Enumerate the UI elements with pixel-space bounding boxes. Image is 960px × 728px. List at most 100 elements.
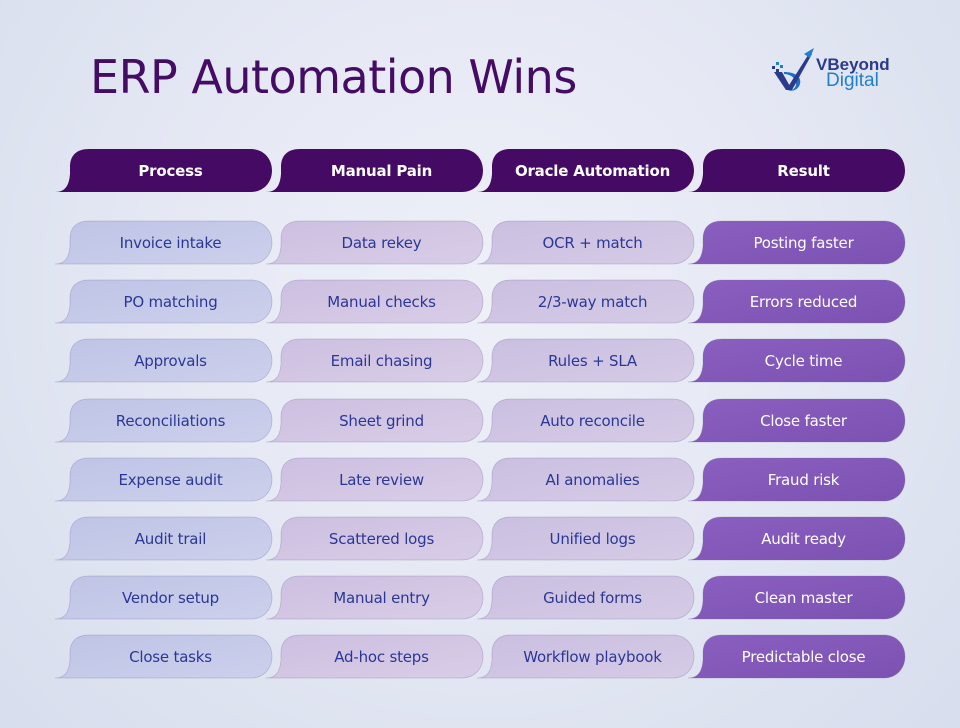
cell-label: Manual Pain (330, 161, 433, 180)
cell-shape (265, 516, 484, 561)
cell-shape (266, 149, 483, 192)
cell-shape (687, 516, 906, 561)
cell-shape (476, 575, 695, 620)
header-result: Result (688, 149, 905, 192)
cell-label: Close faster (760, 411, 847, 430)
oracle-automation-cell: Unified logs (476, 516, 695, 561)
cell-label: Reconciliations (115, 411, 226, 430)
cell-shape (687, 457, 906, 502)
cell-shape (265, 634, 484, 679)
result-cell: Predictable close (687, 634, 906, 679)
cell-shape (688, 149, 905, 192)
cell-shape (265, 398, 484, 443)
cell-label: Clean master (754, 588, 853, 607)
cell-label: Cycle time (764, 351, 843, 370)
cell-label: PO matching (123, 292, 218, 311)
vbeyond-v-check-logo-icon (772, 48, 814, 91)
cell-shape (265, 575, 484, 620)
cell-label: Manual checks (327, 292, 436, 311)
cell-label: Audit ready (761, 529, 846, 548)
result-cell: Cycle time (687, 338, 906, 383)
process-cell: Audit trail (54, 516, 273, 561)
cell-label: Ad-hoc steps (334, 647, 429, 666)
manual-pain-cell: Ad-hoc steps (265, 634, 484, 679)
cell-shape (54, 634, 273, 679)
oracle-automation-cell: Workflow playbook (476, 634, 695, 679)
result-cell: Close faster (687, 398, 906, 443)
logo-brand-text: VBeyond (816, 55, 890, 74)
oracle-automation-cell: Guided forms (476, 575, 695, 620)
logo-sub-text: Digital (826, 70, 879, 91)
cell-label: Email chasing (330, 351, 433, 370)
company-logo: VBeyond Digital (770, 48, 920, 100)
cell-shape (476, 516, 695, 561)
cell-label: Errors reduced (749, 292, 858, 311)
cell-shape (687, 220, 906, 265)
cell-label: Expense audit (118, 470, 223, 489)
cell-shape (265, 338, 484, 383)
cell-shape (687, 338, 906, 383)
cell-label: Workflow playbook (523, 647, 662, 666)
header-oracle-automation: Oracle Automation (477, 149, 694, 192)
oracle-automation-cell: Rules + SLA (476, 338, 695, 383)
manual-pain-cell: Scattered logs (265, 516, 484, 561)
cell-shape (54, 457, 273, 502)
cell-label: Vendor setup (121, 588, 220, 607)
cell-label: AI anomalies (545, 470, 640, 489)
header-process: Process (55, 149, 272, 192)
process-cell: Vendor setup (54, 575, 273, 620)
cell-shape (55, 149, 272, 192)
process-cell: Invoice intake (54, 220, 273, 265)
manual-pain-cell: Sheet grind (265, 398, 484, 443)
cell-shape (476, 398, 695, 443)
manual-pain-cell: Manual entry (265, 575, 484, 620)
cell-label: Result (777, 161, 830, 180)
oracle-automation-cell: 2/3-way match (476, 279, 695, 324)
result-cell: Errors reduced (687, 279, 906, 324)
cell-label: Oracle Automation (514, 161, 671, 180)
cell-label: Auto reconcile (540, 411, 645, 430)
process-cell: Close tasks (54, 634, 273, 679)
cell-label: OCR + match (542, 233, 643, 252)
cell-label: Manual entry (333, 588, 430, 607)
oracle-automation-cell: OCR + match (476, 220, 695, 265)
cell-shape (265, 457, 484, 502)
cell-label: Data rekey (341, 233, 422, 252)
cell-label: 2/3-way match (537, 292, 648, 311)
process-cell: PO matching (54, 279, 273, 324)
cell-shape (476, 338, 695, 383)
cell-shape (265, 220, 484, 265)
cell-shape (265, 279, 484, 324)
cell-label: Late review (339, 470, 424, 489)
page-title: ERP Automation Wins (90, 50, 577, 104)
cell-label: Predictable close (741, 647, 866, 666)
result-cell: Clean master (687, 575, 906, 620)
oracle-automation-cell: AI anomalies (476, 457, 695, 502)
cell-shape (54, 279, 273, 324)
cell-label: Posting faster (753, 233, 854, 252)
cell-shape (476, 634, 695, 679)
cell-label: Sheet grind (339, 411, 424, 430)
cell-shape (687, 279, 906, 324)
header-manual-pain: Manual Pain (266, 149, 483, 192)
cell-shape (54, 516, 273, 561)
cell-label: Approvals (134, 351, 207, 370)
cell-shape (476, 457, 695, 502)
process-cell: Reconciliations (54, 398, 273, 443)
cell-label: Guided forms (543, 588, 642, 607)
cell-label: Rules + SLA (548, 351, 637, 370)
cell-label: Process (138, 161, 203, 180)
process-cell: Expense audit (54, 457, 273, 502)
cell-label: Invoice intake (119, 233, 222, 252)
cell-shape (54, 575, 273, 620)
cell-shape (687, 575, 906, 620)
cell-label: Fraud risk (767, 470, 840, 489)
result-cell: Posting faster (687, 220, 906, 265)
cell-shape (54, 220, 273, 265)
oracle-automation-cell: Auto reconcile (476, 398, 695, 443)
cell-shape (476, 279, 695, 324)
cell-shape (477, 149, 694, 192)
manual-pain-cell: Email chasing (265, 338, 484, 383)
result-cell: Fraud risk (687, 457, 906, 502)
